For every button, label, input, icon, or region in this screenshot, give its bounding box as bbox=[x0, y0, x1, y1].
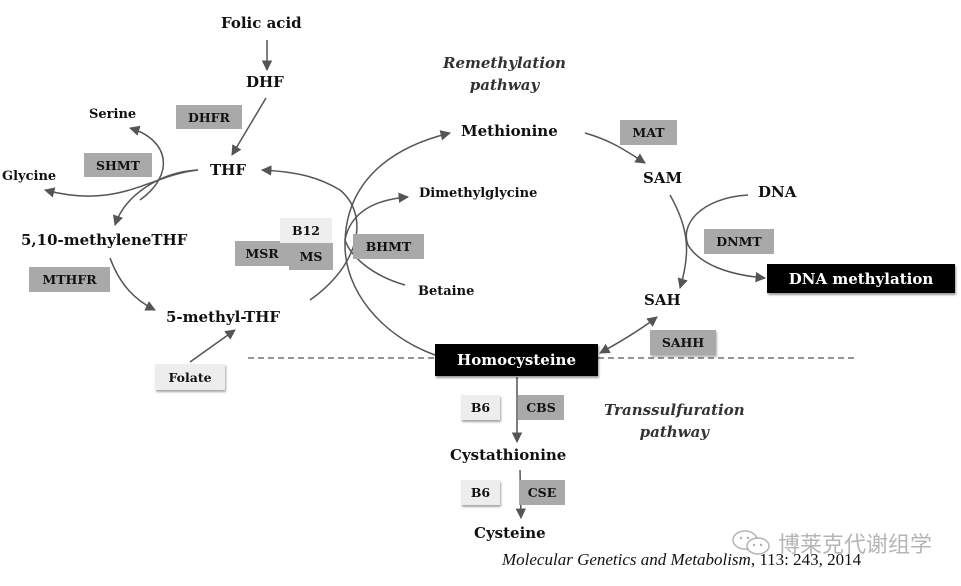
dimethylglycine-node: Dimethylglycine bbox=[419, 186, 538, 201]
arrow-methyl-to-thf bbox=[260, 165, 358, 301]
citation: Molecular Genetics and Metabolism, 113: … bbox=[502, 550, 861, 570]
cofactor-b6-cse: B6 bbox=[461, 480, 500, 505]
citation-details: , 113: 243, 2014 bbox=[750, 550, 862, 569]
glycine-node: Glycine bbox=[2, 169, 57, 184]
methionine-node: Methionine bbox=[461, 122, 558, 140]
enzyme-mthfr: MTHFR bbox=[29, 267, 110, 292]
arrow-betaine-to-dmg bbox=[344, 192, 410, 286]
enzyme-dhfr: DHFR bbox=[176, 105, 242, 129]
arrow-methylene-to-methyl bbox=[109, 257, 156, 311]
methyl-thf-node: 5-methyl-THF bbox=[166, 308, 281, 326]
dna-methylation-box: DNA methylation bbox=[767, 264, 955, 293]
methylene-thf-node: 5,10-methyleneTHF bbox=[21, 231, 188, 249]
cofactor-b12: B12 bbox=[280, 218, 332, 243]
cofactor-b6-cbs: B6 bbox=[461, 395, 500, 420]
transsulfuration-line-2: pathway bbox=[639, 423, 709, 441]
thf-node: THF bbox=[210, 161, 246, 179]
enzyme-cbs: CBS bbox=[518, 395, 564, 420]
dhf-node: DHF bbox=[246, 73, 284, 91]
watermark-text: 博莱克代谢组学 bbox=[778, 533, 933, 558]
enzyme-shmt: SHMT bbox=[84, 153, 152, 177]
cystathionine-node: Cystathionine bbox=[450, 446, 567, 464]
folic-acid-node: Folic acid bbox=[221, 14, 302, 32]
arrow-to-serine bbox=[128, 125, 165, 201]
arrow-sam-to-sah bbox=[669, 194, 688, 290]
betaine-node: Betaine bbox=[418, 284, 475, 299]
enzyme-cse: CSE bbox=[519, 480, 565, 505]
arrow-thf-to-glycine bbox=[43, 169, 199, 198]
arrow-methionine-to-sam bbox=[584, 132, 646, 164]
arrow-hcy-to-methionine bbox=[344, 130, 452, 356]
wechat-icon bbox=[730, 528, 774, 558]
enzyme-bhmt: BHMT bbox=[353, 234, 424, 259]
enzyme-mat: MAT bbox=[620, 120, 677, 145]
cofactor-folate: Folate bbox=[155, 364, 225, 390]
cysteine-node: Cysteine bbox=[474, 524, 546, 542]
arrow-dhf-to-thf bbox=[231, 97, 267, 156]
remethylation-line-1: Remethylation bbox=[443, 54, 566, 72]
enzyme-dnmt: DNMT bbox=[704, 229, 774, 254]
enzyme-sahh: SAHH bbox=[650, 330, 716, 355]
dna-node: DNA bbox=[758, 183, 797, 201]
arrow-folate-to-methyl bbox=[189, 329, 236, 363]
serine-node: Serine bbox=[89, 107, 137, 122]
remethylation-pathway-label: Remethylation pathway bbox=[443, 52, 566, 96]
watermark: 博莱克代谢组学 bbox=[730, 527, 932, 559]
enzyme-msr: MSR bbox=[235, 241, 289, 266]
arrow-sah-hcy bbox=[599, 316, 658, 354]
homocysteine-box: Homocysteine bbox=[435, 344, 598, 376]
sah-node: SAH bbox=[644, 291, 681, 309]
transsulfuration-line-1: Transsulfuration bbox=[604, 401, 745, 419]
remethylation-line-2: pathway bbox=[469, 76, 540, 94]
arrow-thf-to-methylene bbox=[113, 169, 199, 226]
arrow-dna-to-methylation bbox=[685, 194, 767, 283]
citation-journal: Molecular Genetics and Metabolism bbox=[502, 550, 751, 569]
sam-node: SAM bbox=[643, 169, 683, 187]
transsulfuration-pathway-label: Transsulfuration pathway bbox=[604, 399, 745, 443]
enzyme-ms: MS bbox=[289, 243, 333, 270]
